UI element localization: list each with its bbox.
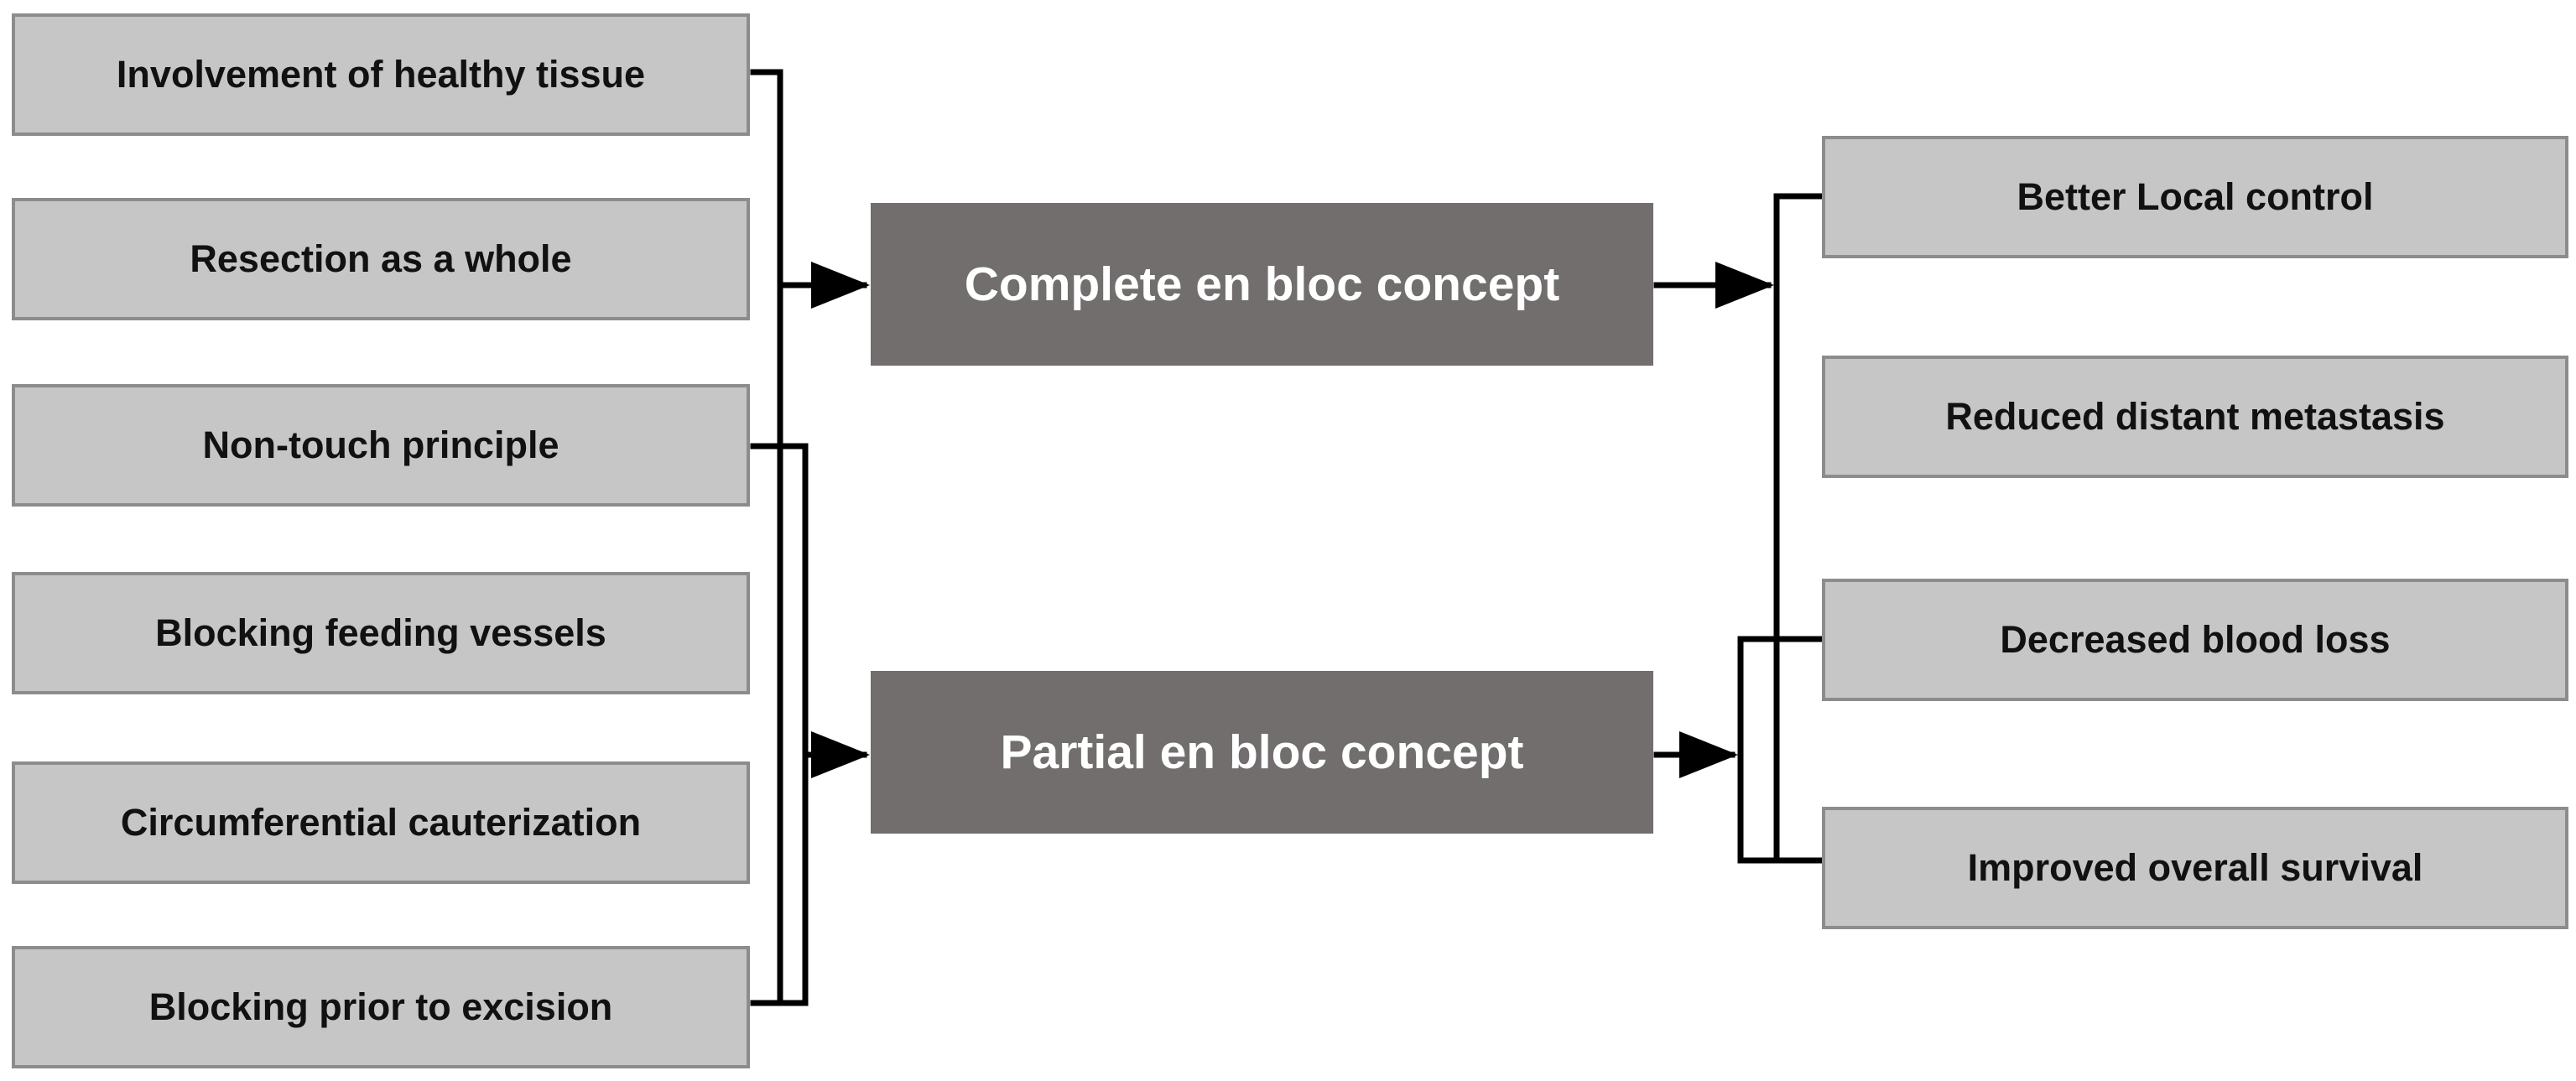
outcome-label: Decreased blood loss: [2000, 618, 2391, 662]
input-label: Circumferential cauterization: [120, 801, 642, 845]
input-circumferential-cauterization: Circumferential cauterization: [12, 761, 750, 884]
concept-label: Partial en bloc concept: [1000, 725, 1524, 779]
outcome-label: Improved overall survival: [1967, 846, 2423, 890]
outcome-decreased-blood-loss: Decreased blood loss: [1822, 579, 2568, 701]
input-resection-as-a-whole: Resection as a whole: [12, 198, 750, 320]
concept-label: Complete en bloc concept: [964, 257, 1560, 311]
bracket-partial-outcomes: [1737, 636, 1825, 864]
input-involvement-of-healthy-tissue: Involvement of healthy tissue: [12, 13, 750, 136]
outcome-reduced-distant-metastasis: Reduced distant metastasis: [1822, 356, 2568, 478]
outcome-label: Better Local control: [2017, 175, 2374, 219]
input-blocking-feeding-vessels: Blocking feeding vessels: [12, 572, 750, 694]
outcome-label: Reduced distant metastasis: [1945, 395, 2445, 439]
bracket-complete-outcomes: [1773, 193, 1825, 864]
input-label: Blocking prior to excision: [148, 985, 613, 1029]
outcome-better-local-control: Better Local control: [1822, 136, 2568, 258]
bracket-complete-inputs: [750, 69, 783, 1006]
bracket-partial-inputs: [750, 443, 809, 1006]
concept-partial-en-bloc: Partial en bloc concept: [871, 671, 1653, 834]
input-label: Non-touch principle: [202, 424, 559, 467]
input-label: Blocking feeding vessels: [155, 611, 606, 655]
concept-complete-en-bloc: Complete en bloc concept: [871, 203, 1653, 366]
input-non-touch-principle: Non-touch principle: [12, 384, 750, 507]
input-label: Resection as a whole: [190, 237, 572, 281]
input-blocking-prior-to-excision: Blocking prior to excision: [12, 946, 750, 1068]
input-label: Involvement of healthy tissue: [116, 53, 646, 96]
outcome-improved-overall-survival: Improved overall survival: [1822, 807, 2568, 929]
